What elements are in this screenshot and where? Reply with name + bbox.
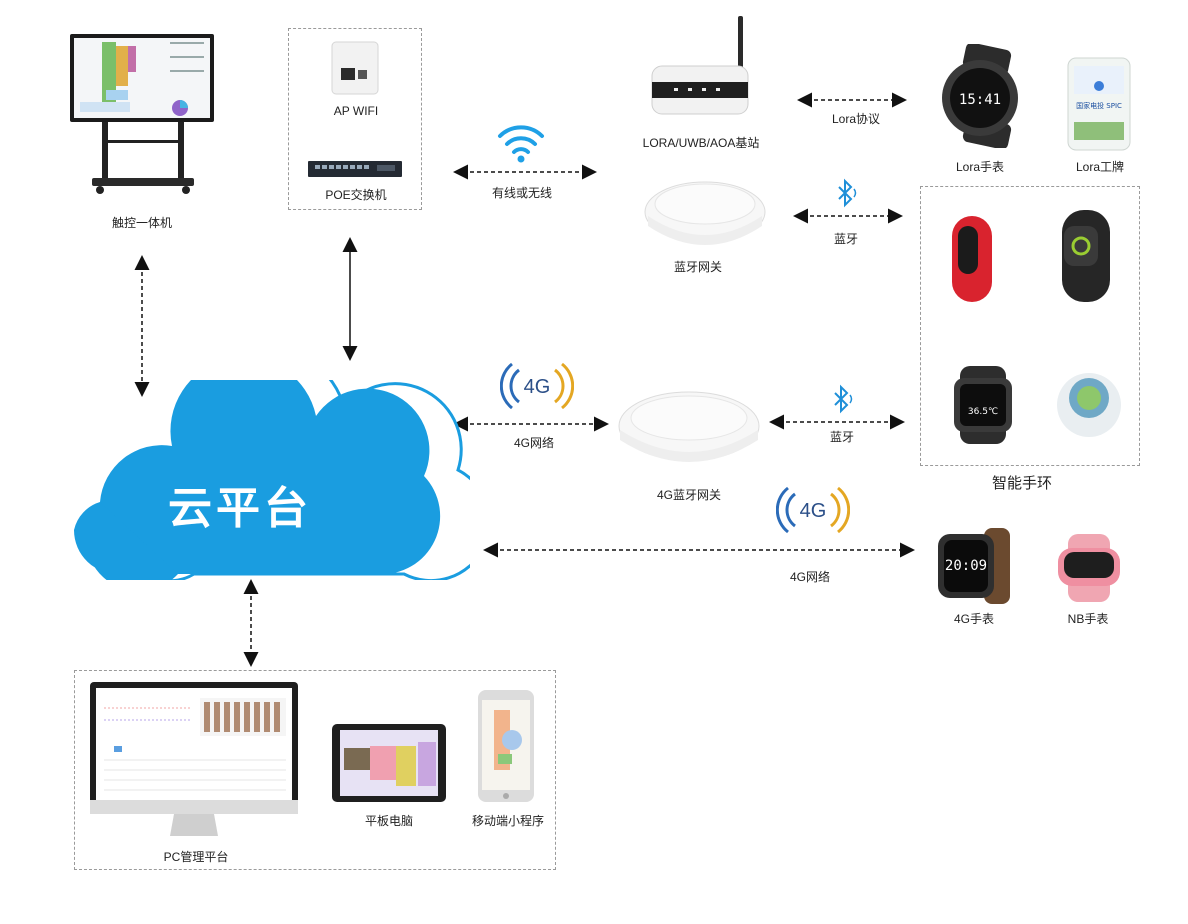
- bluetooth-icon: [834, 384, 853, 414]
- wired-or-wireless-label: 有线或无线: [491, 186, 552, 200]
- lora-base-station-label: LORA/UWB/AOA基站: [642, 136, 760, 150]
- mini-program-label: 移动端小程序: [471, 814, 544, 828]
- smart-band-round-icon: [1057, 373, 1121, 437]
- lora-watch-icon: 15:41: [942, 44, 1018, 148]
- pc-monitor-icon: [90, 682, 298, 836]
- watch-4g-time: 20:09: [945, 558, 987, 574]
- touch-screen-icon: [70, 34, 214, 194]
- cloud-platform-label: 云平台: [168, 483, 312, 534]
- signal-4g-text: 4G: [524, 376, 551, 398]
- watch-nb-icon: [1058, 534, 1120, 602]
- watch-nb-label: NB手表: [1067, 612, 1109, 626]
- ap-wifi-icon: [331, 41, 379, 95]
- signal-4g-icon: 4G: [776, 486, 850, 534]
- gateway-4g-bluetooth-label: 4G蓝牙网关: [656, 488, 721, 502]
- smart-band-temp-icon: 36.5℃: [954, 366, 1012, 444]
- pc-platform-label: PC管理平台: [163, 850, 229, 864]
- bluetooth-gateway-icon: [644, 181, 766, 245]
- mobile-phone-icon: [478, 690, 534, 802]
- bluetooth-icon: [838, 178, 857, 208]
- lora-badge-label: Lora工牌: [1075, 160, 1125, 174]
- poe-switch-label: POE交换机: [325, 188, 387, 202]
- bluetooth-label-1: 蓝牙: [833, 232, 858, 246]
- bluetooth-gateway-label: 蓝牙网关: [673, 260, 722, 274]
- lora-watch-label: Lora手表: [955, 160, 1005, 174]
- smart-bands-box: [920, 186, 1140, 466]
- wifi-icon: [498, 125, 544, 163]
- clients-box: [74, 670, 556, 870]
- watch-4g-label: 4G手表: [953, 612, 994, 626]
- network-equipment-box: [288, 28, 422, 210]
- lora-watch-time: 15:41: [959, 92, 1001, 108]
- signal-4g-text: 4G: [800, 500, 827, 522]
- badge-brand-text: 国家电投 SPIC: [1076, 101, 1122, 110]
- poe-switch-icon: [308, 161, 402, 177]
- ap-wifi-label: AP WIFI: [333, 104, 379, 118]
- smart-bands-label: 智能手环: [991, 475, 1052, 492]
- lora-base-station-icon: [651, 16, 749, 115]
- tablet-label: 平板电脑: [364, 814, 413, 828]
- lora-protocol-label: Lora协议: [831, 112, 881, 126]
- cloud-platform-icon: [73, 380, 470, 580]
- network-4g-label-2: 4G网络: [789, 570, 830, 584]
- gateway-4g-bluetooth-icon: [618, 391, 760, 462]
- smart-band-black-icon: [1062, 210, 1110, 302]
- smart-band-red-icon: [952, 216, 992, 302]
- network-4g-label-1: 4G网络: [513, 436, 554, 450]
- bluetooth-label-2: 蓝牙: [829, 430, 854, 444]
- touch-screen-label: 触控一体机: [111, 216, 172, 230]
- signal-4g-icon: 4G: [500, 362, 574, 410]
- tablet-icon: [332, 724, 446, 802]
- band-temp-text: 36.5℃: [968, 407, 998, 417]
- lora-badge-icon: 国家电投 SPIC: [1067, 57, 1131, 151]
- watch-4g-icon: 20:09: [938, 528, 1010, 604]
